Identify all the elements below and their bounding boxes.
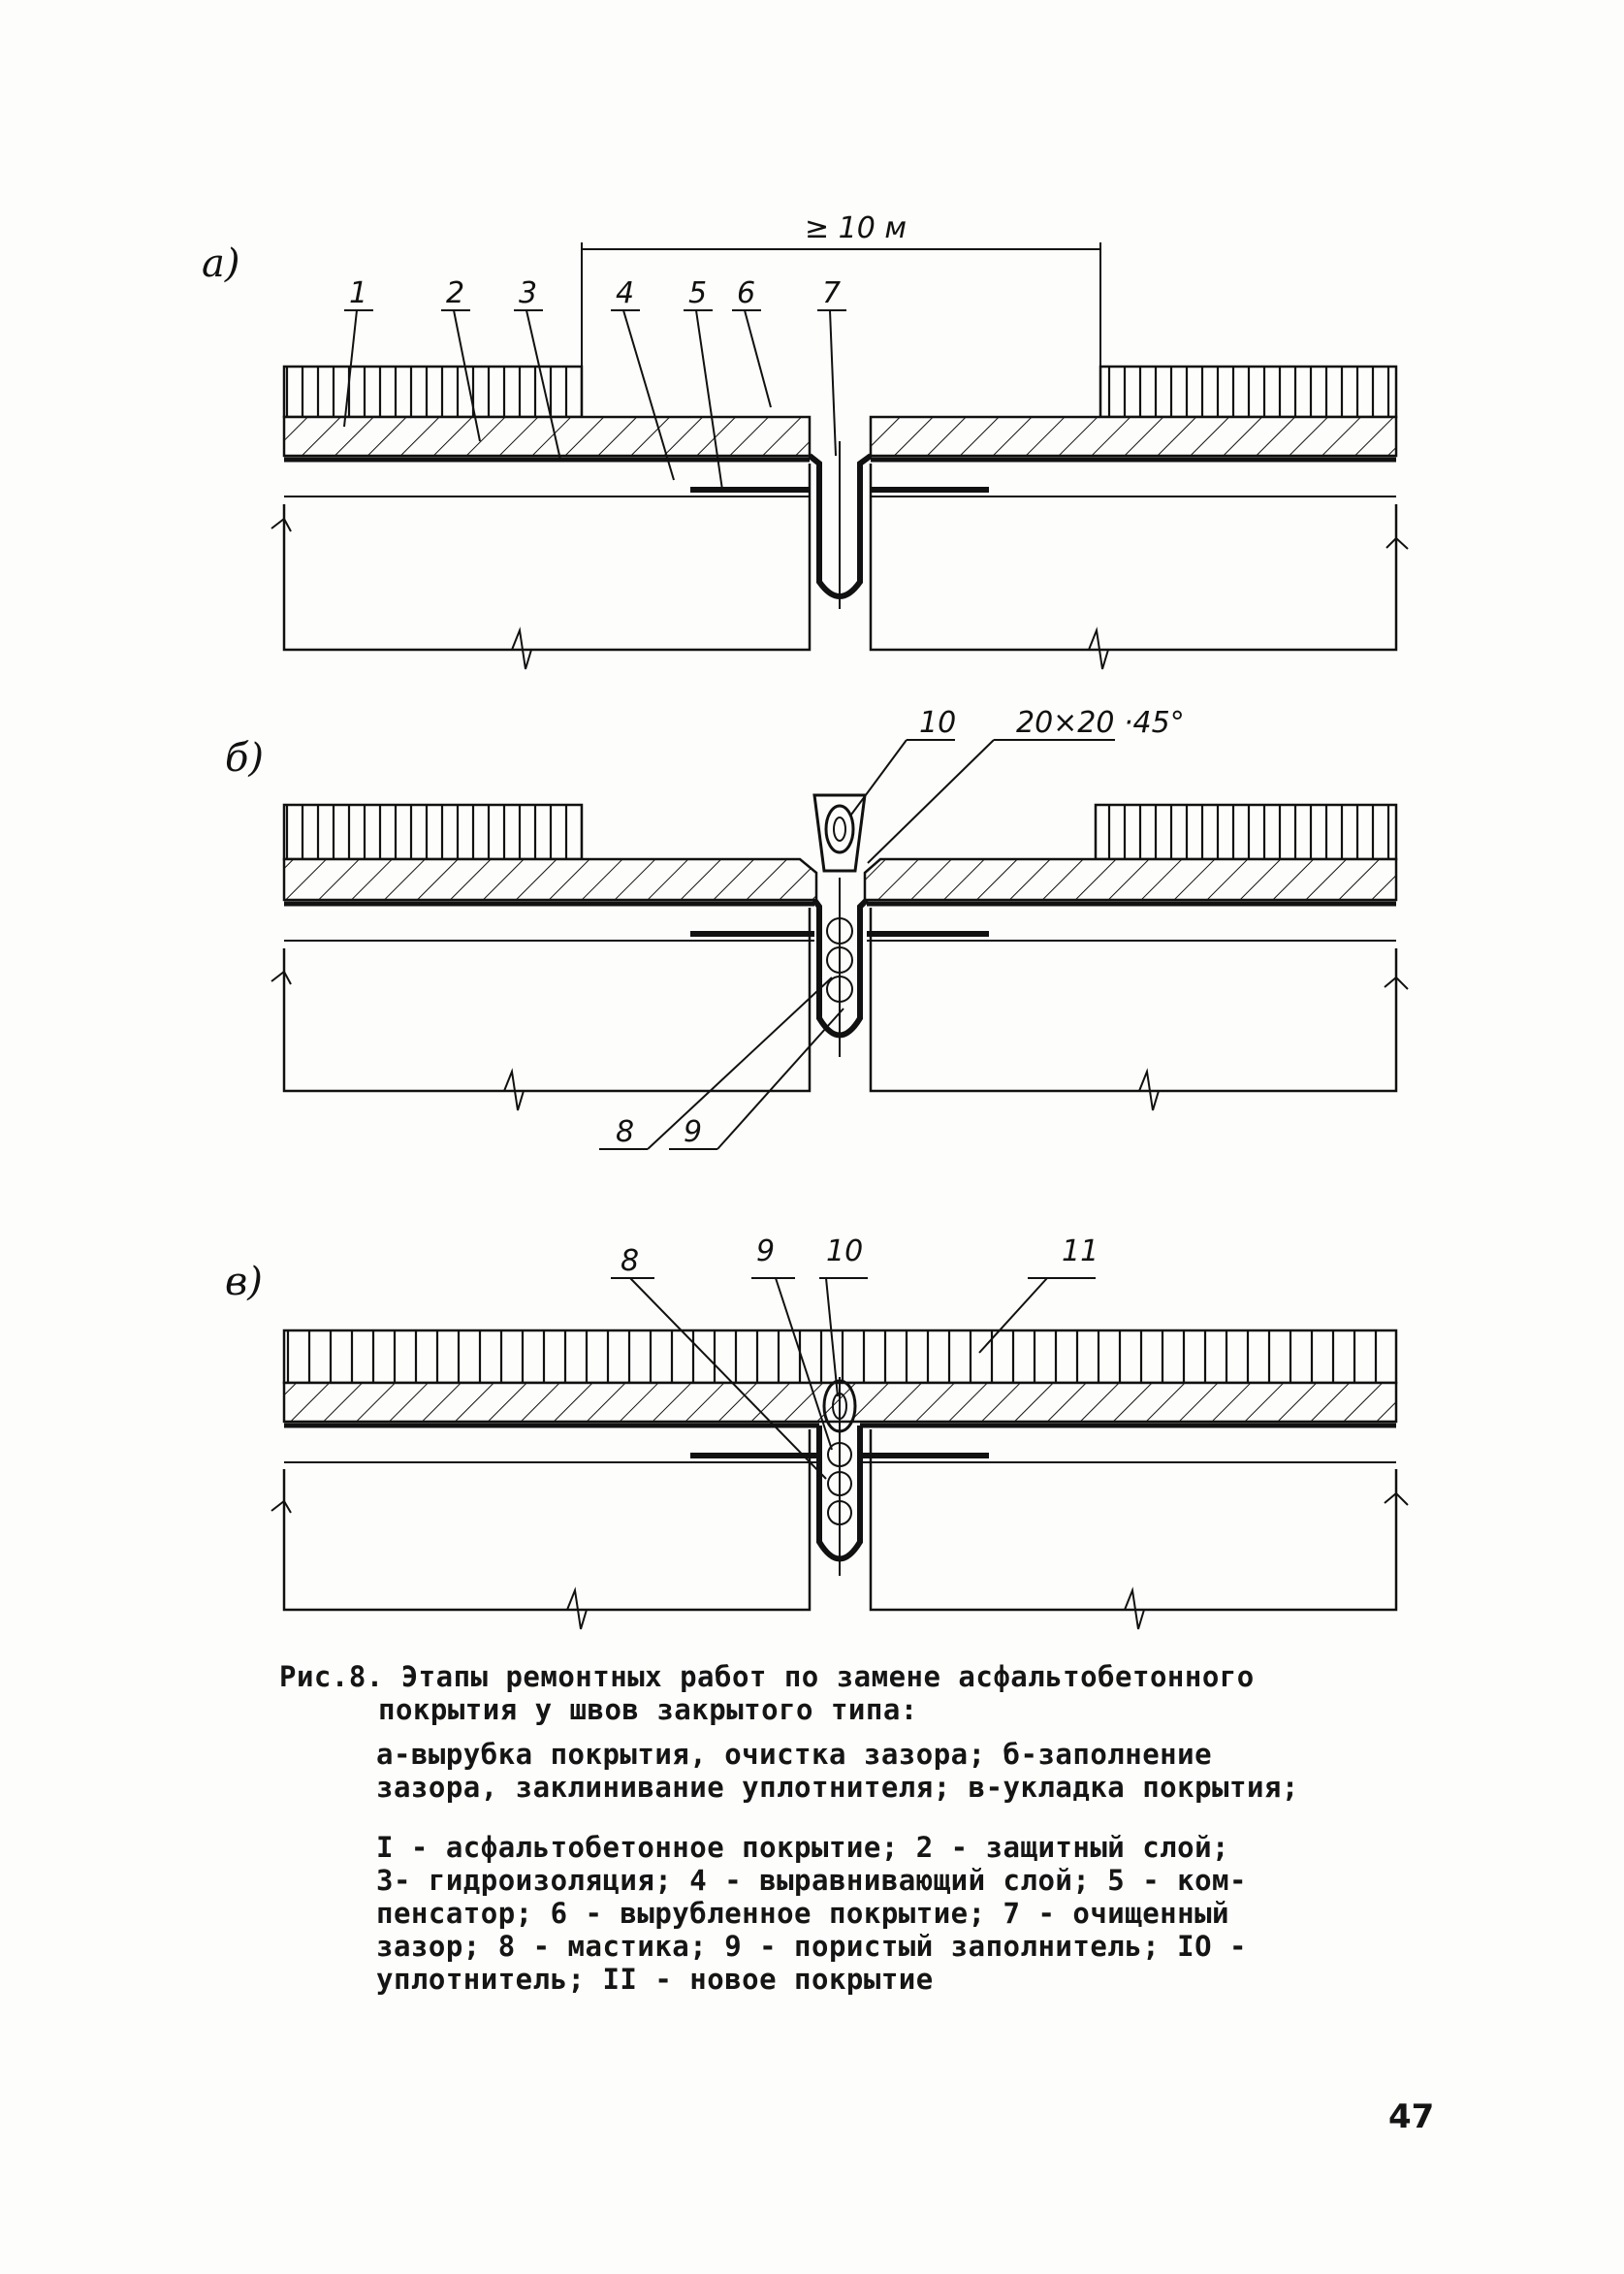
break-mark xyxy=(1138,1068,1160,1111)
callout-8: 8 xyxy=(621,1244,639,1278)
protective-layer-left xyxy=(282,857,818,902)
asphalt-block-left xyxy=(282,803,584,861)
break-mark xyxy=(1385,536,1409,550)
callout-10: 10 xyxy=(919,706,956,740)
protective-layer-right xyxy=(869,415,1398,458)
asphalt-block-right xyxy=(1099,365,1398,419)
dimension-label: ≥ 10 м xyxy=(805,211,907,245)
panel-a-label: а) xyxy=(202,241,239,286)
page-number: 47 xyxy=(1388,2098,1435,2136)
panel-c-label: в) xyxy=(225,1260,263,1304)
callout-leaders xyxy=(599,739,1115,1150)
caption-legend-line2: 3- гидроизоляция; 4 - выравнивающий слой… xyxy=(376,1864,1247,1897)
figure-caption: Рис.8. Этапы ремонтных работ по замене а… xyxy=(279,1660,1423,1996)
break-mark xyxy=(1124,1586,1145,1630)
new-coating xyxy=(282,1329,1398,1385)
panel-b-label: б) xyxy=(225,736,264,781)
callout-11: 11 xyxy=(1062,1234,1099,1268)
callout-10: 10 xyxy=(826,1234,863,1268)
caption-stages-line1: а-вырубка покрытия, очистка зазора; б-за… xyxy=(376,1738,1213,1771)
protective-layer-right xyxy=(863,857,1398,902)
callout-3: 3 xyxy=(519,276,537,310)
callout-4: 4 xyxy=(616,276,634,310)
callout-8: 8 xyxy=(616,1115,634,1149)
slab-right xyxy=(869,908,1398,1093)
panel-a: а) ≥ 10 м xyxy=(202,211,1409,670)
caption-legend-line3: пенсатор; 6 - вырубленное покрытие; 7 - … xyxy=(376,1897,1230,1930)
break-mark xyxy=(1384,976,1409,990)
slab-right xyxy=(869,464,1398,652)
caption-legend: I - асфальтобетонное покрытие; 2 - защит… xyxy=(279,1831,1423,1996)
break-mark xyxy=(271,970,292,985)
caption-stages-line2: зазора, заклинивание уплотнителя; в-укла… xyxy=(376,1771,1299,1804)
slab-left xyxy=(282,464,812,652)
caption-legend-line5: уплотнитель; II - новое покрытие xyxy=(376,1963,934,1996)
break-mark xyxy=(1384,1491,1409,1506)
protective-layer-left xyxy=(282,415,812,458)
caption-legend-line1: I - асфальтобетонное покрытие; 2 - защит… xyxy=(376,1831,1230,1864)
caption-title-line1: Рис.8. Этапы ремонтных работ по замене а… xyxy=(279,1660,1255,1693)
sealant-core xyxy=(833,817,846,842)
slab-left xyxy=(282,1429,812,1612)
break-mark xyxy=(1088,626,1109,670)
caption-title-line2: покрытия у швов закрытого типа: xyxy=(378,1693,918,1726)
callout-7: 7 xyxy=(822,276,841,310)
callout-9: 9 xyxy=(684,1115,702,1149)
callout-9: 9 xyxy=(756,1234,775,1268)
asphalt-block-right xyxy=(1094,803,1398,861)
asphalt-block-left xyxy=(282,365,584,419)
break-mark xyxy=(271,1499,292,1514)
break-mark xyxy=(511,626,532,670)
caption-legend-line4: зазор; 8 - мастика; 9 - пористый заполни… xyxy=(376,1930,1247,1963)
slab-right xyxy=(869,1429,1398,1612)
callout-chamfer: 20×20 ·45° xyxy=(1016,706,1185,740)
break-mark xyxy=(566,1586,588,1630)
break-mark xyxy=(271,517,292,532)
break-mark xyxy=(503,1068,525,1111)
callout-5: 5 xyxy=(688,276,707,310)
sealant-core xyxy=(824,804,855,854)
callout-1: 1 xyxy=(349,276,367,310)
caption-stages: а-вырубка покрытия, очистка зазора; б-за… xyxy=(279,1738,1423,1804)
panel-c: в) xyxy=(225,1234,1409,1630)
callout-leaders xyxy=(343,309,846,491)
panel-b: б) xyxy=(225,706,1409,1150)
dimension-line xyxy=(581,242,1101,367)
callout-leaders xyxy=(611,1277,1096,1480)
callout-2: 2 xyxy=(446,276,464,310)
callout-6: 6 xyxy=(737,276,755,310)
